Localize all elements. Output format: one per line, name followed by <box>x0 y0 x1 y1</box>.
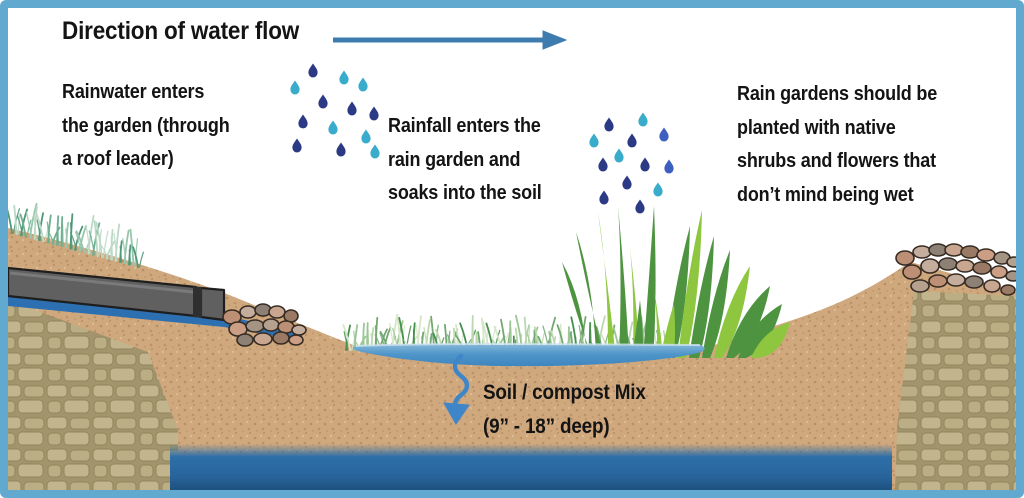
existing-soil-right <box>895 291 1016 490</box>
roof-leader-pipe <box>6 266 302 341</box>
raindrops-left-icon <box>290 63 380 159</box>
page-title: Direction of water flow <box>62 17 300 45</box>
groundwater-layer <box>170 444 892 490</box>
right-arrow-icon <box>333 30 568 50</box>
rock-pile-berm <box>895 243 1022 296</box>
berm-grass <box>3 199 145 268</box>
label-rainfall-enters: Rainfall enters the rain garden and soak… <box>388 115 542 205</box>
label-native-planting: Rain gardens should be planted with nati… <box>737 83 938 206</box>
wavy-down-arrow-icon <box>443 353 470 425</box>
native-grass-plant <box>562 206 790 358</box>
rock-pile-outlet <box>222 303 307 347</box>
existing-soil-left <box>8 300 178 490</box>
label-soil-compost-mix: Soil / compost Mix (9” - 18” deep) <box>483 381 646 439</box>
raindrops-right-icon <box>589 112 674 214</box>
label-rainwater-enters: Rainwater enters the garden (through a r… <box>62 81 230 171</box>
basin-water <box>352 343 705 367</box>
